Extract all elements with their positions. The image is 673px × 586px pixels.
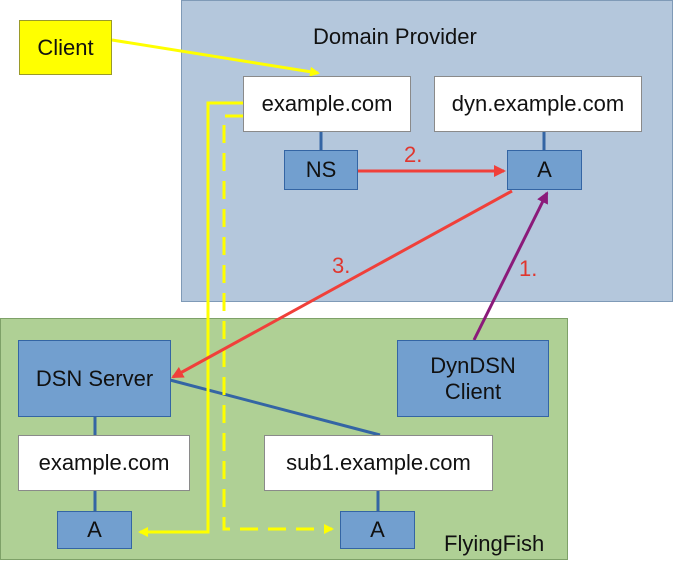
- step-1-label: 1.: [519, 256, 538, 281]
- domain-provider-region: [181, 0, 673, 302]
- line-dsn-sub1: [169, 378, 381, 437]
- step-2-label: 2.: [404, 142, 423, 167]
- a-record-provider-box: A: [507, 150, 582, 190]
- arrow-a-to-dsn: [171, 189, 513, 379]
- a-record-right-box: A: [340, 511, 415, 549]
- example-com-local-box: example.com: [18, 435, 190, 491]
- ns-record-box: NS: [284, 150, 358, 190]
- dsn-server-box: DSN Server: [18, 340, 171, 417]
- sub1-example-com-box: sub1.example.com: [264, 435, 493, 491]
- arrow-example-to-a-right-dashed: [222, 114, 334, 534]
- arrow-example-to-a-left: [138, 101, 243, 537]
- arrow-client-to-example: [111, 38, 320, 77]
- arrow-dyndsn-to-a: [472, 191, 549, 341]
- dyn-example-com-box: dyn.example.com: [434, 76, 642, 132]
- flyingfish-label: FlyingFish: [444, 531, 545, 556]
- dyndsn-client-box: DynDSN Client: [397, 340, 549, 417]
- a-record-left-box: A: [57, 511, 132, 549]
- domain-provider-label: Domain Provider: [313, 24, 477, 49]
- step-3-label: 3.: [332, 253, 351, 278]
- example-com-provider-box: example.com: [243, 76, 411, 132]
- client-box: Client: [19, 20, 112, 75]
